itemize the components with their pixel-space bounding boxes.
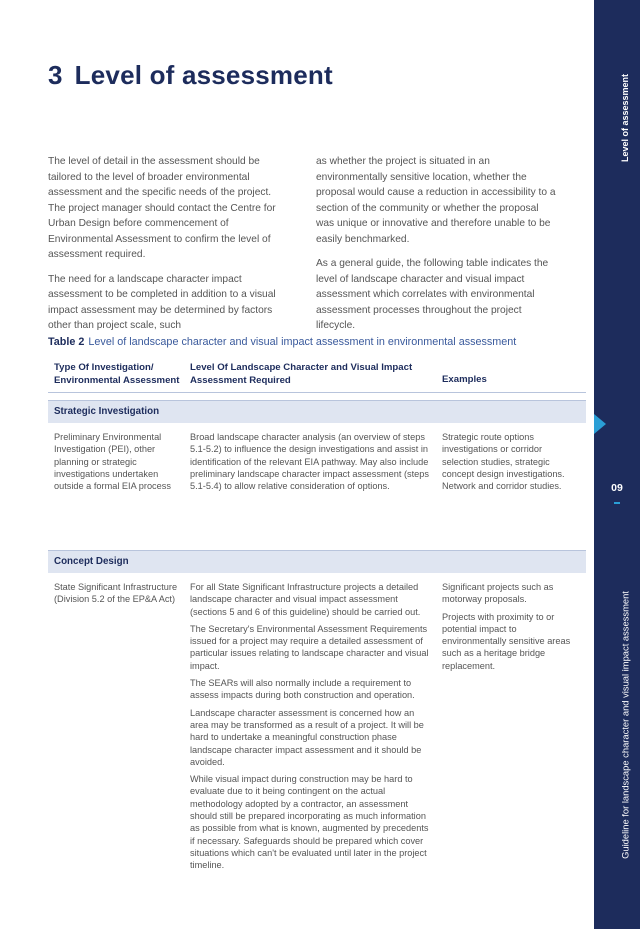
table-header-examples: Examples [442, 374, 487, 385]
intro-left-column: The level of detail in the assessment sh… [48, 154, 286, 343]
intro-paragraph: as whether the project is situated in an… [316, 156, 556, 245]
table-section-strategic: Strategic Investigation [48, 400, 586, 423]
table-caption-label: Table 2 [48, 336, 85, 348]
table-header-level: Level Of Landscape Character and Visual … [190, 362, 413, 386]
table-row: State Significant Infrastructure (Divisi… [48, 573, 586, 903]
page-number: 09 [611, 482, 623, 494]
cell-paragraph: For all State Significant Infrastructure… [190, 582, 421, 617]
intro-paragraph: As a general guide, the following table … [316, 258, 549, 331]
cell-paragraph: Broad landscape character analysis (an o… [190, 432, 429, 492]
table-cell-level: Broad landscape character analysis (an o… [190, 431, 432, 497]
table-cell-type: Preliminary Environmental Investigation … [54, 432, 171, 492]
page-title: 3 Level of assessment [48, 60, 333, 91]
cell-paragraph: While visual impact during construction … [190, 774, 429, 871]
intro-right-column: as whether the project is situated in an… [316, 154, 556, 343]
section-marker-icon [594, 414, 606, 434]
side-document-title: Guideline for landscape character and vi… [618, 570, 632, 880]
cell-paragraph: The Secretary's Environmental Assessment… [190, 623, 429, 671]
table-row: Preliminary Environmental Investigation … [48, 423, 586, 543]
cell-paragraph: Significant projects such as motorway pr… [442, 582, 554, 605]
cell-paragraph: The SEARs will also normally include a r… [190, 678, 415, 701]
side-section-label: Level of assessment [618, 68, 632, 168]
intro-paragraph: The level of detail in the assessment sh… [48, 156, 276, 260]
table-section-concept: Concept Design [48, 550, 586, 573]
section-title: Level of assessment [74, 60, 333, 90]
intro-paragraph: The need for a landscape character impac… [48, 273, 276, 332]
cell-paragraph: Landscape character assessment is concer… [190, 707, 424, 767]
table-cell-level: For all State Significant Infrastructure… [190, 581, 432, 877]
side-section-label-text: Level of assessment [620, 73, 630, 163]
assessment-table: Type Of Investigation/ Environmental Ass… [48, 362, 586, 903]
table-caption-text: Level of landscape character and visual … [88, 336, 517, 348]
side-document-title-text: Guideline for landscape character and vi… [619, 591, 631, 859]
table-cell-type: State Significant Infrastructure (Divisi… [54, 582, 178, 605]
side-band: Level of assessment 09 Guideline for lan… [594, 0, 640, 929]
section-number: 3 [48, 60, 63, 90]
table-header-row: Type Of Investigation/ Environmental Ass… [48, 362, 586, 393]
table-cell-examples: Significant projects such as motorway pr… [442, 581, 572, 677]
table-header-type: Type Of Investigation/ Environmental Ass… [54, 362, 180, 386]
page-number-dash [614, 502, 620, 504]
table-cell-examples: Strategic route options investigations o… [442, 431, 572, 497]
cell-paragraph: Projects with proximity to or potential … [442, 611, 571, 671]
cell-paragraph: Strategic route options investigations o… [442, 432, 565, 492]
